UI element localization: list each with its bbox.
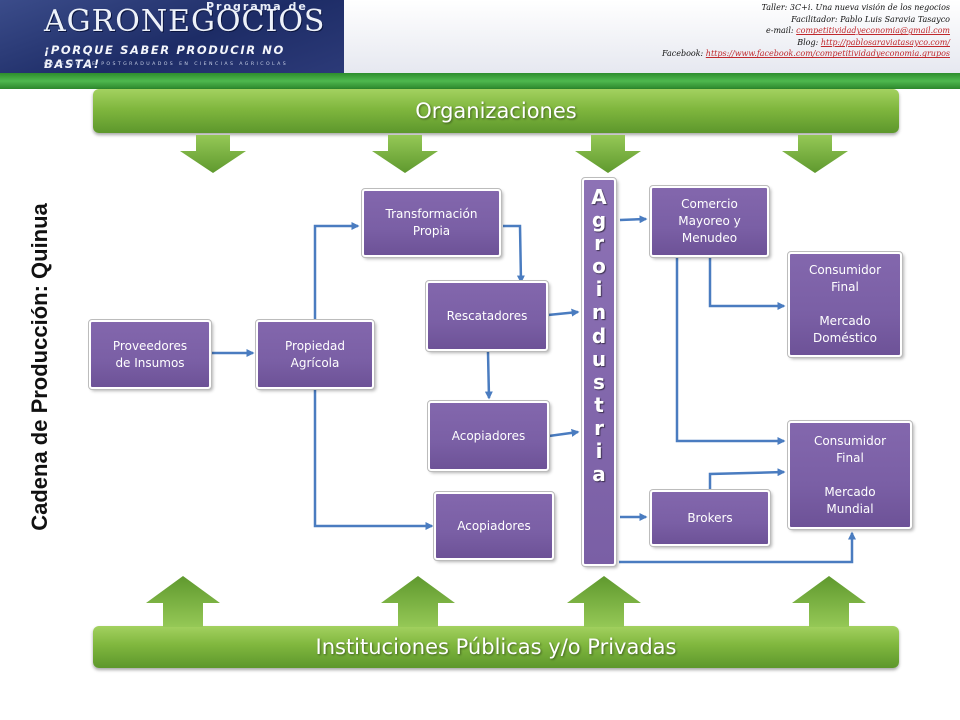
down-arrow-1 — [180, 135, 246, 173]
box-consumidor-final-mundial: Consumidor Final Mercado Mundial — [787, 420, 913, 530]
up-arrow-2 — [381, 576, 455, 627]
agroindustria-letter: i — [595, 439, 603, 464]
flow-comercio-mundial — [675, 257, 786, 445]
agronegocios-logo: Programa de AGRONEGOCIOS ¡PORQUE SABER P… — [0, 0, 344, 73]
blog-link[interactable]: http://pablosaraviatasayco.com/ — [820, 37, 950, 47]
agroindustria-letter: i — [595, 277, 603, 302]
box-rescatadores: Rescatadores — [425, 280, 549, 352]
box-label: Consumidor Final Mercado Doméstico — [808, 263, 882, 345]
logo-slogan: ¡PORQUE SABER PRODUCIR NO BASTA! — [44, 43, 285, 71]
down-arrow-3 — [575, 135, 641, 173]
agroindustria-letter: r — [594, 231, 604, 256]
box-label: Propiedad Agrícola — [285, 338, 345, 370]
flow-rescatadores-acopiadores — [484, 351, 493, 400]
down-arrow-2 — [372, 135, 438, 173]
agroindustria-letter: r — [594, 415, 604, 440]
info-blog-label: Blog: — [797, 37, 821, 47]
logo-subtitle: COLEGIO DE POSTGRADUADOS EN CIENCIAS AGR… — [44, 62, 289, 67]
agroindustria-letter: o — [592, 254, 606, 279]
box-transformacion-propia: Transformación Propia — [361, 188, 502, 258]
info-blog-line: Blog: http://pablosaraviatasayco.com/ — [662, 37, 950, 49]
flow-propiedad-acopiadores2 — [313, 390, 434, 530]
box-label: Proveedores de Insumos — [112, 338, 188, 370]
flow-rescatadores-agro — [547, 308, 580, 317]
instituciones-bar: Instituciones Públicas y/o Privadas — [93, 626, 899, 668]
down-arrow-4 — [782, 135, 848, 173]
agroindustria-letter: a — [592, 462, 606, 487]
info-email-label: e-mail: — [766, 26, 797, 36]
box-label: Consumidor Final Mercado Mundial — [813, 433, 887, 516]
flow-propiedad-transformacion — [313, 222, 360, 320]
box-proveedores-insumos: Proveedores de Insumos — [88, 319, 212, 390]
box-comercio-mayoreo-menudeo: Comercio Mayoreo y Menudeo — [649, 185, 770, 258]
box-brokers: Brokers — [649, 489, 771, 547]
info-facebook-line: Facebook: https://www.facebook.com/compe… — [662, 48, 950, 60]
flow-comercio-domestico — [708, 257, 786, 310]
box-acopiadores-2: Acopiadores — [433, 491, 555, 561]
agroindustria-letter: d — [591, 323, 607, 348]
info-facebook-label: Facebook: — [661, 49, 706, 59]
organizaciones-bar: Organizaciones — [93, 89, 899, 133]
box-label: Brokers — [687, 510, 733, 525]
up-arrow-1 — [146, 576, 220, 627]
box-label: Transformación Propia — [385, 207, 478, 238]
flow-agro-comercio — [619, 215, 648, 224]
agroindustria-letter: s — [593, 369, 605, 394]
info-email-line: e-mail: competitividadyeconomia@gmail.co… — [662, 25, 950, 37]
green-band — [0, 73, 960, 89]
flow-agro-mundial — [619, 531, 856, 564]
agroindustria-letter: t — [594, 392, 604, 417]
email-link[interactable]: competitividadyeconomia@gmail.com — [796, 26, 950, 36]
flow-transformacion-rescatadores — [503, 224, 525, 284]
header-info: Taller: 3C+i. Una nueva visión de los ne… — [662, 2, 950, 60]
agroindustria-letter: u — [591, 346, 607, 371]
up-arrow-4 — [792, 576, 866, 627]
box-acopiadores-1: Acopiadores — [427, 400, 550, 472]
logo-name: AGRONEGOCIOS — [44, 4, 326, 39]
box-label: Acopiadores — [457, 518, 531, 533]
flow-brokers-mundial — [708, 468, 786, 490]
logo-prefix: Programa de — [206, 0, 308, 13]
info-facilitator: Facilitador: Pablo Luis Saravia Tasayco — [791, 14, 950, 24]
box-propiedad-agricola: Propiedad Agrícola — [255, 319, 375, 390]
up-arrow-3 — [567, 576, 641, 627]
agroindustria-letter: n — [591, 300, 607, 325]
agroindustria-letter: g — [591, 208, 607, 233]
info-workshop: Taller: 3C+i. Una nueva visión de los ne… — [761, 3, 951, 12]
header: Programa de AGRONEGOCIOS ¡PORQUE SABER P… — [0, 0, 960, 73]
box-label: Acopiadores — [451, 428, 526, 443]
facebook-link[interactable]: https://www.facebook.com/competitividady… — [705, 49, 950, 59]
box-consumidor-final-domestico: Consumidor Final Mercado Doméstico — [787, 251, 903, 358]
box-label: Comercio Mayoreo y Menudeo — [678, 197, 741, 245]
agroindustria-letter: A — [591, 185, 607, 209]
box-label: Rescatadores — [446, 308, 528, 323]
flow-acopiadores-agro — [548, 428, 580, 438]
